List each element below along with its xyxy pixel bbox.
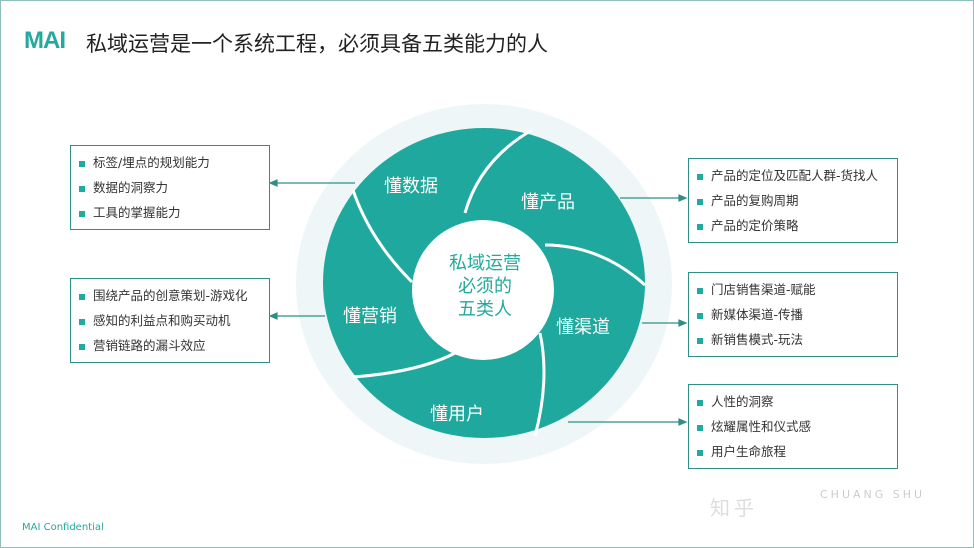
center-line: 私域运营	[449, 253, 521, 274]
segment-product: 懂产品	[521, 192, 575, 213]
list-item: 营销链路的漏斗效应	[79, 333, 261, 358]
watermark-chuangshu: CHUANG SHU	[820, 488, 926, 501]
center-line: 必须的	[458, 276, 512, 297]
segment-dividers	[351, 128, 646, 437]
list-item: 新销售模式-玩法	[697, 327, 889, 352]
center-label: 私域运营 必须的 五类人	[430, 252, 540, 321]
watermark-zhihu: 知乎	[710, 496, 758, 520]
list-item: 产品的定价策略	[697, 213, 889, 238]
mai-logo: MAI	[24, 27, 66, 54]
list-item: 产品的复购周期	[697, 188, 889, 213]
list-item: 感知的利益点和购买动机	[79, 308, 261, 333]
segment-channel: 懂渠道	[556, 317, 610, 338]
list-item: 人性的洞察	[697, 389, 889, 414]
box-channel: 门店销售渠道-赋能 新媒体渠道-传播 新销售模式-玩法	[688, 272, 898, 357]
list-item: 标签/埋点的规划能力	[79, 150, 261, 175]
box-data: 标签/埋点的规划能力 数据的洞察力 工具的掌握能力	[70, 145, 270, 230]
box-user: 人性的洞察 炫耀属性和仪式感 用户生命旅程	[688, 384, 898, 469]
list-item: 门店销售渠道-赋能	[697, 277, 889, 302]
list-item: 用户生命旅程	[697, 439, 889, 464]
confidential-footer: MAI Confidential	[22, 522, 104, 533]
list-item: 数据的洞察力	[79, 175, 261, 200]
list-item: 工具的掌握能力	[79, 200, 261, 225]
segment-data: 懂数据	[384, 176, 438, 197]
slide-title: 私域运营是一个系统工程，必须具备五类能力的人	[86, 32, 548, 56]
connector-arrows	[268, 179, 688, 426]
box-product: 产品的定位及匹配人群-货找人 产品的复购周期 产品的定价策略	[688, 158, 898, 243]
center-line: 五类人	[458, 299, 512, 320]
inner-circle	[412, 220, 554, 360]
list-item: 产品的定位及匹配人群-货找人	[697, 163, 889, 188]
list-item: 炫耀属性和仪式感	[697, 414, 889, 439]
list-item: 围绕产品的创意策划-游戏化	[79, 283, 261, 308]
box-marketing: 围绕产品的创意策划-游戏化 感知的利益点和购买动机 营销链路的漏斗效应	[70, 278, 270, 363]
segment-user: 懂用户	[430, 404, 484, 425]
list-item: 新媒体渠道-传播	[697, 302, 889, 327]
segment-marketing: 懂营销	[343, 306, 397, 327]
